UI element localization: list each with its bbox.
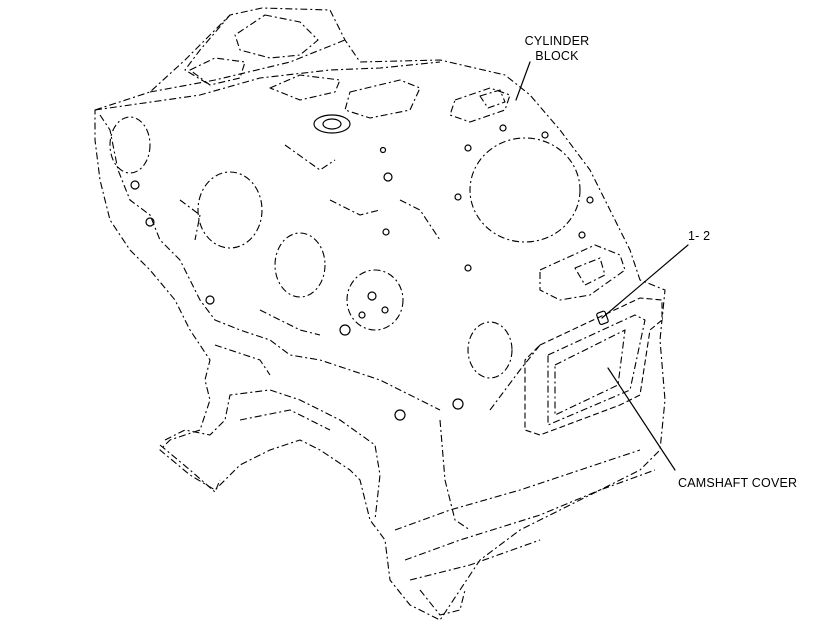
camshaft-cover-leader (607, 367, 676, 471)
cylinder-block-drawing (94, 7, 666, 621)
cylinder-block-label-line2: BLOCK (535, 49, 579, 63)
callout-1-2-label: 1- 2 (688, 229, 711, 243)
camshaft-cover-drawing (489, 297, 663, 436)
cylinder-block-leader (515, 61, 531, 101)
cylinder-block-label-line1: CYLINDER (524, 34, 590, 48)
callout-1-2-leader (601, 244, 689, 319)
camshaft-cover-label: CAMSHAFT COVER (678, 476, 798, 490)
leader-lines (515, 61, 689, 471)
cylinder-block-label: CYLINDER BLOCK (524, 34, 590, 64)
